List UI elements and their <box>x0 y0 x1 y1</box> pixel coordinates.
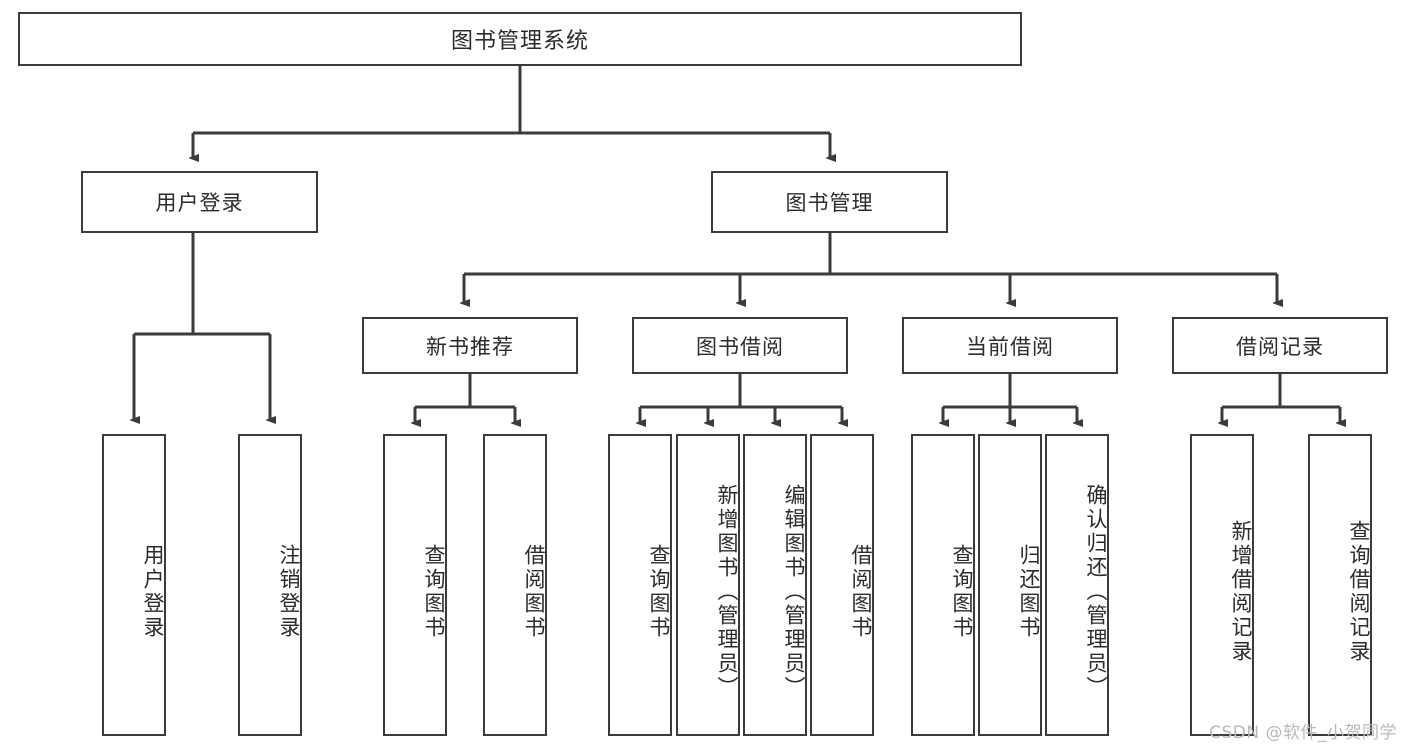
leaf-label: 编辑图书（管理员） <box>782 484 806 700</box>
leaf-user-login-login[interactable]: 用户登录 <box>102 434 166 736</box>
node-borrow-record-label: 借阅记录 <box>1236 334 1324 359</box>
leaf-record-query[interactable]: 查询借阅记录 <box>1308 434 1372 736</box>
node-root[interactable]: 图书管理系统 <box>18 12 1022 66</box>
node-root-label: 图书管理系统 <box>450 29 589 54</box>
leaf-borrow-query-book[interactable]: 查询图书 <box>608 434 672 736</box>
csdn-watermark: CSDN @软件_小贺同学 <box>1209 723 1397 743</box>
leaf-label: 查询图书 <box>422 544 446 640</box>
leaf-current-return-book[interactable]: 归还图书 <box>978 434 1042 736</box>
node-borrow-record[interactable]: 借阅记录 <box>1172 317 1388 374</box>
leaf-user-login-logout[interactable]: 注销登录 <box>238 434 302 736</box>
leaf-borrow-edit-book[interactable]: 编辑图书（管理员） <box>743 434 807 736</box>
leaf-label: 新增图书（管理员） <box>715 484 739 700</box>
leaf-borrow-add-book[interactable]: 新增图书（管理员） <box>676 434 740 736</box>
leaf-label: 确认归还（管理员） <box>1084 484 1108 700</box>
leaf-record-add[interactable]: 新增借阅记录 <box>1190 434 1254 736</box>
node-new-book-recommend-label: 新书推荐 <box>426 334 514 359</box>
node-book-management-label: 图书管理 <box>785 191 874 215</box>
node-current-borrow[interactable]: 当前借阅 <box>902 317 1118 374</box>
leaf-label: 借阅图书 <box>522 544 546 640</box>
node-user-login[interactable]: 用户登录 <box>81 171 318 233</box>
leaf-label: 新增借阅记录 <box>1229 520 1253 664</box>
leaf-borrow-borrow-book[interactable]: 借阅图书 <box>810 434 874 736</box>
node-new-book-recommend[interactable]: 新书推荐 <box>362 317 578 374</box>
leaf-label: 查询图书 <box>647 544 671 640</box>
leaf-current-confirm-return[interactable]: 确认归还（管理员） <box>1045 434 1109 736</box>
leaf-label: 归还图书 <box>1017 544 1041 640</box>
leaf-label: 查询借阅记录 <box>1347 520 1371 664</box>
leaf-label: 查询图书 <box>950 544 974 640</box>
node-current-borrow-label: 当前借阅 <box>966 334 1054 359</box>
node-book-borrow[interactable]: 图书借阅 <box>632 317 848 374</box>
node-book-management[interactable]: 图书管理 <box>711 171 948 233</box>
node-book-borrow-label: 图书借阅 <box>696 334 784 359</box>
node-user-login-label: 用户登录 <box>155 191 244 215</box>
leaf-label: 用户登录 <box>141 544 165 640</box>
leaf-new-book-borrow[interactable]: 借阅图书 <box>483 434 547 736</box>
leaf-label: 借阅图书 <box>849 544 873 640</box>
leaf-label: 注销登录 <box>277 544 301 640</box>
leaf-current-query-book[interactable]: 查询图书 <box>911 434 975 736</box>
leaf-new-book-query[interactable]: 查询图书 <box>383 434 447 736</box>
